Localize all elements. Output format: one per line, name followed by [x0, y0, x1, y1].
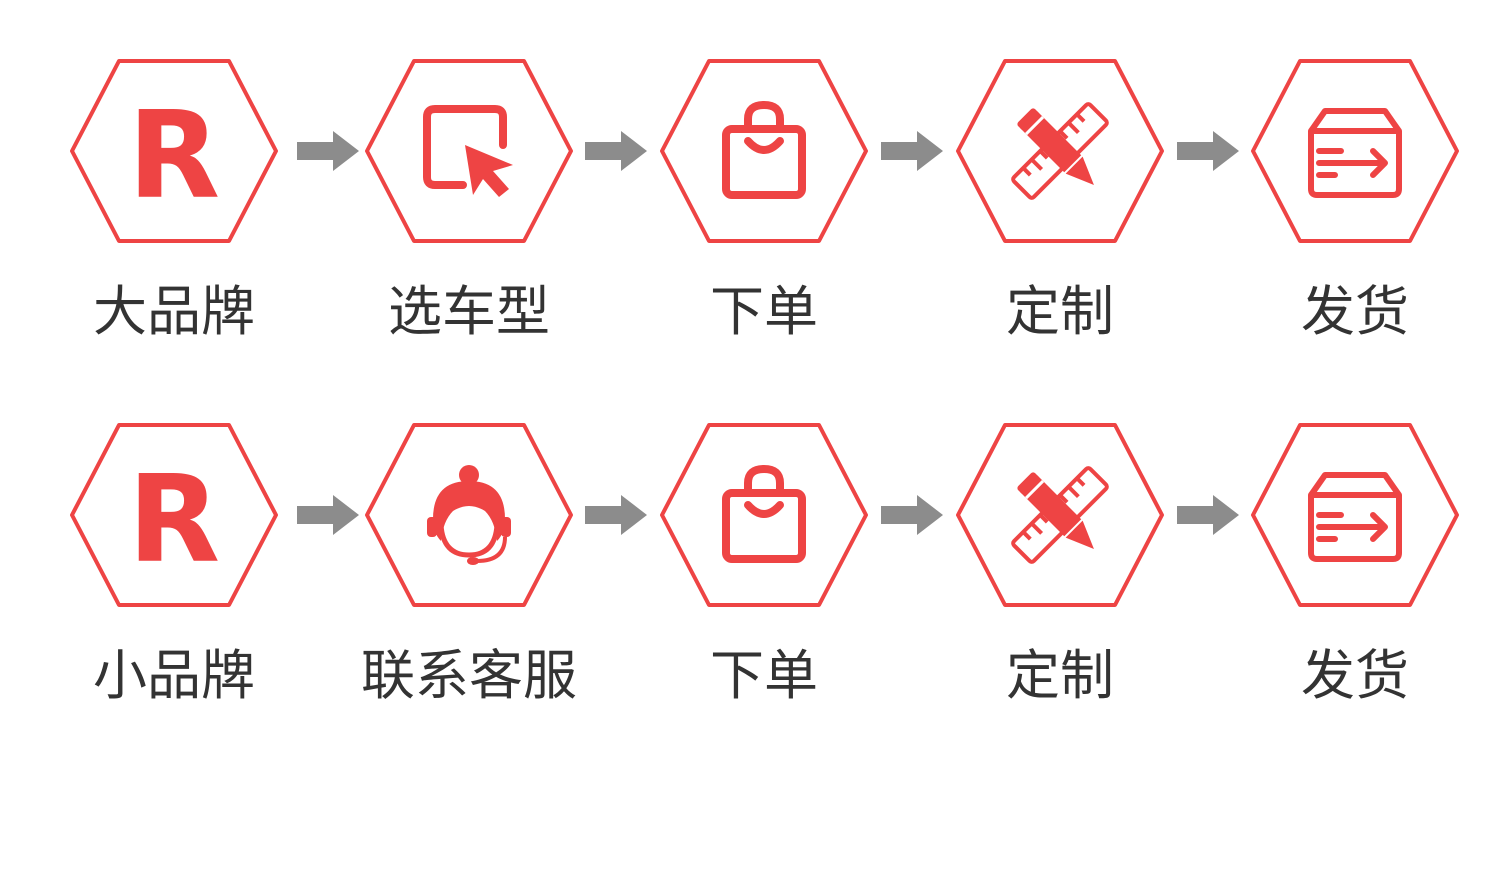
cursor-click-icon	[423, 105, 513, 197]
step-select-model: 选车型	[364, 58, 574, 358]
step-ship: 发货	[1250, 422, 1460, 722]
arrow-right-icon	[881, 495, 943, 535]
step-label: 发货	[1301, 644, 1409, 707]
step-label: 定制	[1006, 644, 1114, 707]
step-customize: 定制	[955, 422, 1165, 722]
step-label: 选车型	[388, 280, 550, 343]
arrow-right-icon	[585, 131, 647, 171]
flow-row-large-brand: R 大品牌 选车型 下单	[0, 0, 1500, 343]
r-letter-icon: R	[128, 451, 220, 590]
hexagon-frame	[660, 423, 868, 607]
step-brand: R 小品牌	[69, 422, 279, 722]
step-label: 小品牌	[93, 644, 255, 707]
step-place-order: 下单	[659, 422, 869, 722]
hexagon-frame	[70, 59, 278, 243]
delivery-box-icon	[1308, 472, 1402, 562]
brand-letter: R	[128, 87, 220, 226]
arrow-right-icon	[585, 495, 647, 535]
pencil-ruler-icon	[1011, 102, 1109, 200]
hexagon-frame	[365, 59, 573, 243]
hexagon-frame	[1251, 59, 1459, 243]
flow-row-small-brand: R 小品牌 联系客服 下单	[0, 364, 1500, 707]
customer-service-icon	[427, 465, 511, 565]
hexagon-frame	[1251, 423, 1459, 607]
step-label: 发货	[1301, 280, 1409, 343]
r-letter-icon: R	[128, 87, 220, 226]
hexagon-frame	[660, 59, 868, 243]
step-place-order: 下单	[659, 58, 869, 358]
hexagon-frame	[70, 423, 278, 607]
step-label: 联系客服	[361, 644, 577, 707]
arrow-right-icon	[881, 131, 943, 171]
step-ship: 发货	[1250, 58, 1460, 358]
arrow-right-icon	[1177, 495, 1239, 535]
hexagon-frame	[956, 59, 1164, 243]
arrow-right-icon	[297, 131, 359, 171]
step-customize: 定制	[955, 58, 1165, 358]
arrow-right-icon	[297, 495, 359, 535]
delivery-box-icon	[1308, 108, 1402, 198]
shopping-bag-icon	[722, 100, 806, 199]
step-label: 下单	[710, 644, 818, 707]
hexagon-frame	[956, 423, 1164, 607]
step-label: 下单	[710, 280, 818, 343]
arrow-right-icon	[1177, 131, 1239, 171]
pencil-ruler-icon	[1011, 466, 1109, 564]
hexagon-frame	[365, 423, 573, 607]
shopping-bag-icon	[722, 464, 806, 563]
brand-letter: R	[128, 451, 220, 590]
step-label: 定制	[1006, 280, 1114, 343]
step-label: 大品牌	[93, 280, 255, 343]
step-brand: R 大品牌	[69, 58, 279, 358]
step-contact-service: 联系客服	[361, 422, 577, 722]
